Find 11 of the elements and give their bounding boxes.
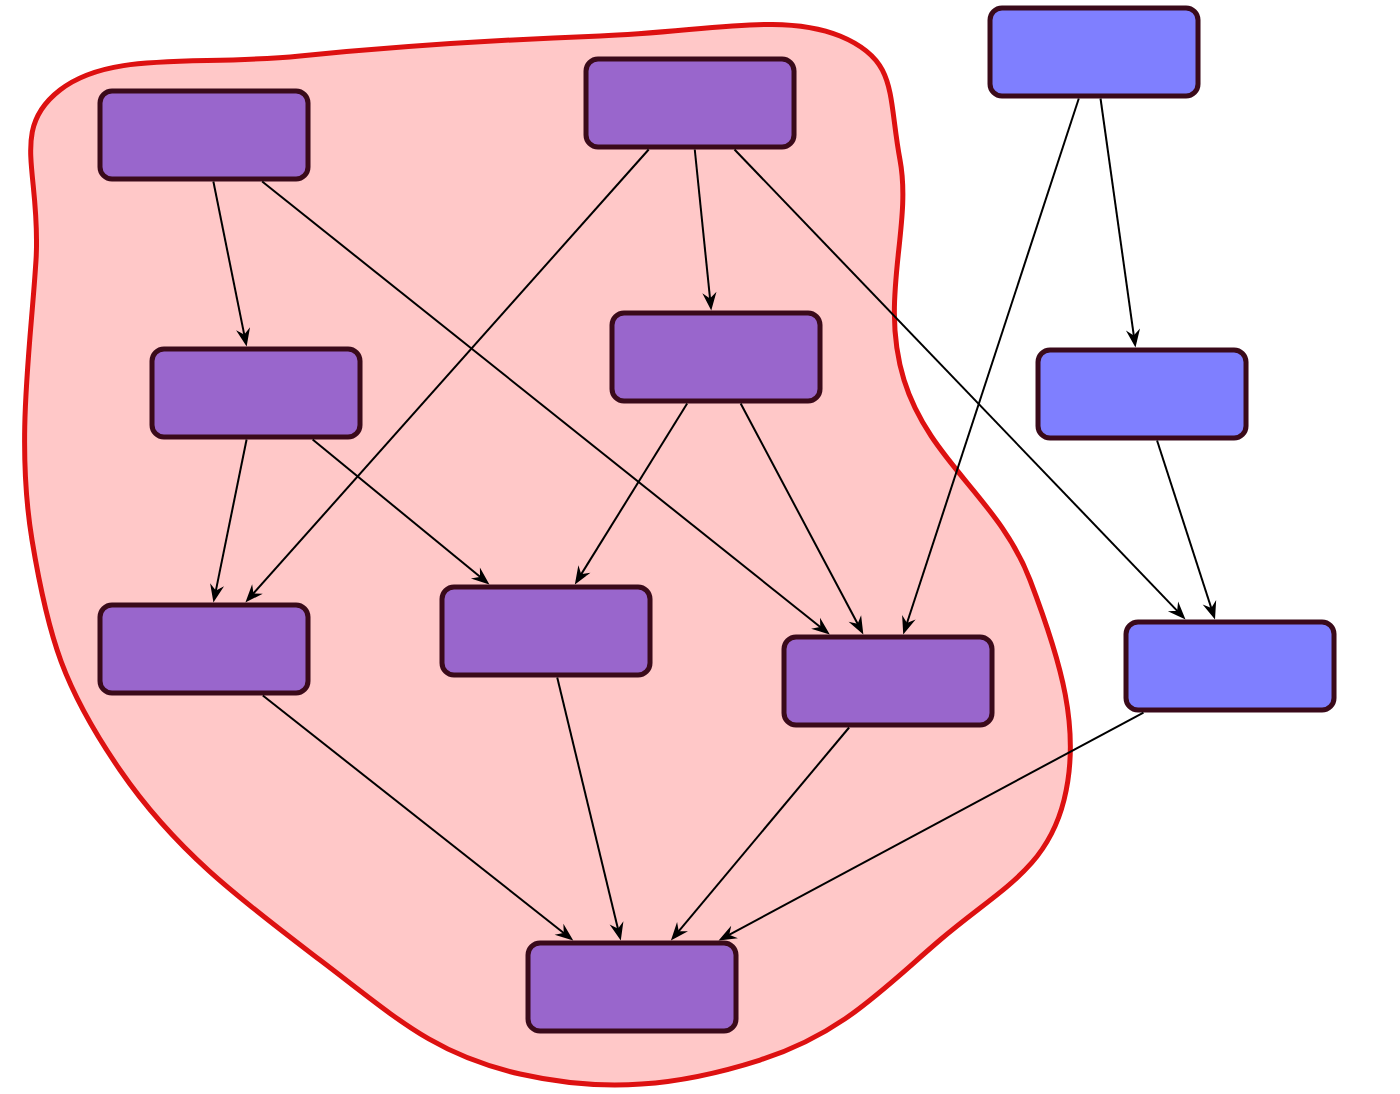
process-box <box>525 940 739 1034</box>
process-box <box>583 56 797 150</box>
process-box <box>439 584 653 678</box>
process-box <box>97 602 311 696</box>
process-box <box>987 5 1201 99</box>
process-box <box>97 88 311 182</box>
process-box <box>1035 347 1249 441</box>
process-box <box>609 310 823 404</box>
process-box <box>1123 619 1337 713</box>
process-box <box>149 346 363 440</box>
process-box <box>781 634 995 728</box>
